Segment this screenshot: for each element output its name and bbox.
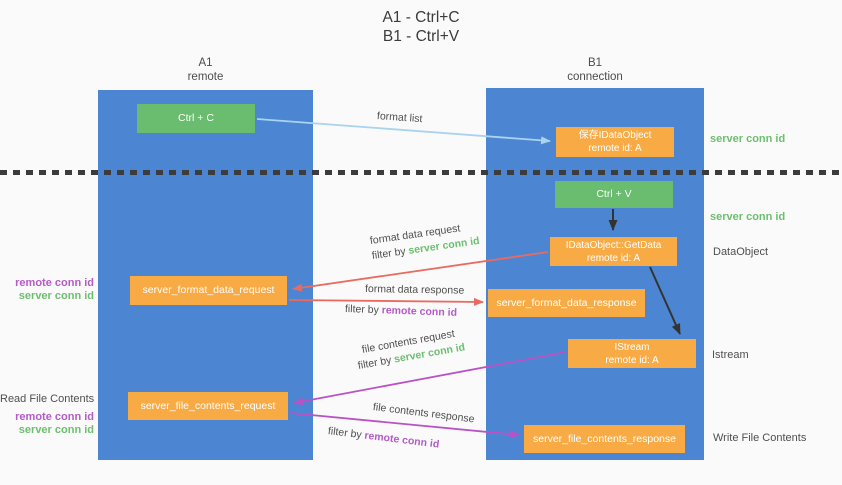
column-b1-subtitle: connection	[567, 71, 623, 83]
node-server-file-contents-response: server_file_contents_response	[524, 425, 685, 453]
label-file-contents-response: file contents response	[372, 401, 476, 426]
side-label-server-conn-id-top: server conn id	[710, 133, 786, 145]
side-label-server-conn-id-1: server conn id	[18, 290, 94, 302]
side-label-dataobject: DataObject	[713, 246, 769, 258]
node-server-format-data-request: server_format_data_request	[130, 276, 287, 305]
node-ctrl-v: Ctrl + V	[555, 181, 673, 208]
node-server-file-contents-request-label: server_file_contents_request	[140, 399, 276, 412]
label-filter-by-remote-conn-id-2: filter by remote conn id	[327, 425, 440, 451]
node-istream: IStream remote id: A	[568, 339, 696, 368]
node-server-format-data-response: server_format_data_response	[488, 289, 645, 317]
column-a1-subtitle: remote	[187, 71, 224, 83]
remote-conn-id-text: remote conn id	[381, 304, 458, 319]
label-format-data-response: format data response	[364, 283, 465, 297]
node-server-file-contents-response-label: server_file_contents_response	[532, 432, 676, 445]
column-header-a1: A1 remote	[98, 56, 313, 84]
column-header-b1: B1 connection	[486, 56, 704, 84]
filter-by-text: filter by	[356, 353, 396, 372]
filter-by-text: filter by	[371, 244, 410, 262]
node-server-format-data-request-label: server_format_data_request	[142, 284, 275, 296]
title-line-1: A1 - Ctrl+C	[382, 9, 460, 26]
side-label-write-file-contents: Write File Contents	[713, 432, 807, 444]
node-getdata-line1: IDataObject::GetData	[565, 239, 662, 251]
node-save-idataobject: 保存IDataObject remote id: A	[556, 127, 674, 157]
label-filter-by-remote-conn-id-1: filter by remote conn id	[345, 303, 457, 319]
node-save-idataobject-line1: 保存IDataObject	[578, 130, 652, 141]
side-label-remote-conn-id-2: remote conn id	[15, 411, 94, 423]
arrow-format-data-response	[288, 297, 484, 306]
label-format-list: format list	[376, 110, 423, 126]
node-getdata-line2: remote id: A	[586, 252, 641, 264]
side-label-server-conn-id-mid: server conn id	[710, 211, 786, 223]
node-istream-line2: remote id: A	[605, 354, 659, 366]
side-label-server-conn-id-2: server conn id	[18, 424, 94, 436]
column-a1-id: A1	[198, 57, 213, 69]
side-label-remote-conn-id-1: remote conn id	[15, 277, 94, 289]
node-server-file-contents-request: server_file_contents_request	[128, 392, 288, 420]
column-b1-id: B1	[587, 57, 603, 69]
node-idataobject-getdata: IDataObject::GetData remote id: A	[550, 237, 677, 266]
side-label-read-file-contents: Read File Contents	[0, 393, 95, 405]
node-ctrl-v-label: Ctrl + V	[596, 188, 632, 200]
side-label-istream: Istream	[712, 349, 749, 361]
title-line-2: B1 - Ctrl+V	[382, 28, 460, 45]
diagram-title: A1 - Ctrl+C B1 - Ctrl+V	[0, 8, 842, 46]
node-ctrl-c-label: Ctrl + C	[178, 112, 214, 124]
session-separator-line	[0, 170, 842, 175]
filter-by-text: filter by	[327, 425, 366, 442]
node-save-idataobject-line2: remote id: A	[588, 143, 642, 154]
remote-conn-id-text: remote conn id	[363, 429, 440, 451]
node-istream-line1: IStream	[614, 341, 650, 353]
node-server-format-data-response-label: server_format_data_response	[496, 296, 637, 309]
node-ctrl-c: Ctrl + C	[137, 104, 255, 133]
filter-by-text: filter by	[344, 303, 382, 317]
